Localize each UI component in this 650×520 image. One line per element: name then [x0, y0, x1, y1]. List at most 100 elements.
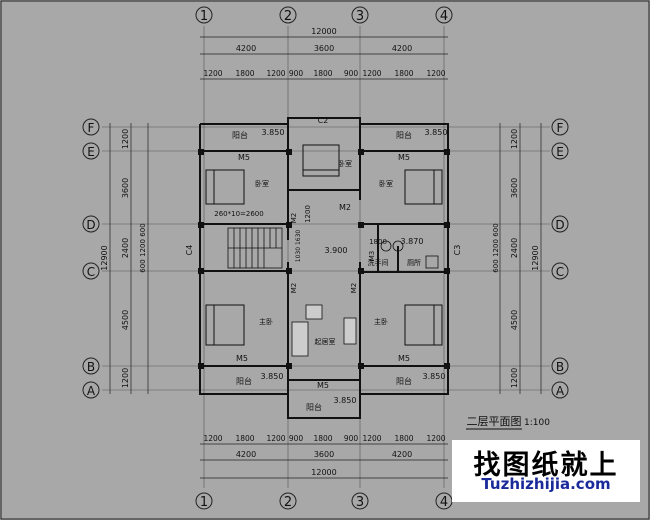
- door-label: M5: [398, 354, 410, 363]
- right-dimensions: [499, 123, 542, 394]
- building-walls: [199, 117, 449, 419]
- drawing-title: 二层平面图 1:100: [466, 415, 550, 430]
- dim-label: 900: [289, 434, 304, 443]
- top-dim-text: 12000 4200 3600 4200 1200 1800 1200 900 …: [203, 27, 445, 78]
- dim-label: 1200: [304, 205, 312, 223]
- axis-label: B: [556, 360, 564, 374]
- dim-label: 1200: [362, 434, 381, 443]
- toilet-icon: [380, 240, 439, 269]
- axis-label: C: [87, 265, 95, 279]
- dim-label: 1200: [426, 434, 445, 443]
- axis-label: 2: [284, 495, 292, 510]
- dim-label: 1030 1630: [295, 230, 302, 263]
- axis-label: 3: [356, 495, 364, 510]
- dim-label: 2400: [121, 238, 130, 258]
- axis-label: 2: [284, 9, 292, 24]
- door-label: M5: [236, 354, 248, 363]
- level-label: 3.850: [334, 396, 357, 405]
- room-label: 主卧: [374, 317, 388, 326]
- window-label: C2: [318, 116, 329, 125]
- dim-label: 1200: [266, 434, 285, 443]
- level-label: 3.850: [425, 128, 448, 137]
- level-label: 3.850: [262, 128, 285, 137]
- dim-label: 1200: [121, 129, 130, 149]
- dim-label: 4500: [121, 310, 130, 330]
- room-label: 阳台: [396, 130, 412, 140]
- dim-label: 1200: [203, 69, 222, 78]
- dim-label: 1800: [394, 69, 413, 78]
- dim-label: 1200: [139, 239, 147, 257]
- axis-label: B: [87, 360, 95, 374]
- dim-label: 3600: [314, 44, 334, 53]
- room-label: 卧室: [379, 179, 393, 188]
- axis-label: 3: [356, 9, 364, 24]
- dim-label: 1800: [235, 69, 254, 78]
- dim-label: 12000: [311, 468, 336, 477]
- dim-label: 1200: [510, 129, 519, 149]
- dim-label: 600: [139, 259, 147, 272]
- dim-label: 1800: [369, 238, 387, 246]
- window-label: C3: [453, 245, 462, 256]
- right-axis-markers: F E D C B A: [551, 118, 569, 399]
- dim-label: 1200: [510, 368, 519, 388]
- axis-label: C: [556, 265, 564, 279]
- room-label: 阳台: [306, 402, 322, 412]
- axis-label: 1: [200, 495, 208, 510]
- axis-label: A: [87, 384, 96, 398]
- dim-label: 4200: [392, 44, 412, 53]
- dim-label: 1200: [121, 368, 130, 388]
- dim-label: 12900: [531, 245, 540, 270]
- door-label: M5: [398, 153, 410, 162]
- dim-label: 260*10=2600: [214, 210, 263, 218]
- dim-label: 1800: [313, 434, 332, 443]
- right-dim-text: 600 1200 600 1200 3600 2400 4500 1200 12…: [492, 129, 540, 388]
- bottom-dim-text: 1200 1800 1200 900 1800 900 1200 1800 12…: [203, 434, 445, 477]
- dim-label: 12900: [100, 245, 109, 270]
- staircase: [227, 227, 283, 269]
- room-label: 阳台: [396, 376, 412, 386]
- dim-label: 4200: [392, 450, 412, 459]
- left-dim-text: 12900 1200 3600 2400 4500 1200 600 1200 …: [100, 129, 147, 388]
- axis-label: E: [87, 145, 95, 159]
- top-dimensions: [200, 36, 448, 80]
- door-label: M3: [368, 251, 376, 262]
- dim-label: 1800: [313, 69, 332, 78]
- room-label: 阳台: [232, 130, 248, 140]
- dim-label: 1200: [492, 239, 500, 257]
- axis-label: D: [555, 218, 564, 232]
- dim-label: 1200: [266, 69, 285, 78]
- level-label: 3.850: [423, 372, 446, 381]
- dim-label: 600: [492, 223, 500, 236]
- dim-label: 4500: [510, 310, 519, 330]
- dim-label: 3600: [314, 450, 334, 459]
- axis-label: F: [557, 121, 564, 135]
- axis-label: 4: [440, 495, 448, 510]
- dim-label: 1800: [235, 434, 254, 443]
- window-label: C4: [185, 245, 194, 256]
- room-label: 厕所: [407, 258, 421, 267]
- door-label: M2: [290, 283, 298, 294]
- axis-label: D: [86, 218, 95, 232]
- axis-label: A: [556, 384, 565, 398]
- dim-label: 12000: [311, 27, 336, 36]
- axis-label: 4: [440, 9, 448, 24]
- level-label: 3.850: [261, 372, 284, 381]
- bottom-axis-markers: 1 2 3 4: [195, 492, 453, 510]
- left-axis-markers: F E D C B A: [82, 118, 100, 399]
- left-dimensions: [109, 123, 149, 394]
- dim-label: 900: [344, 69, 359, 78]
- columns: [198, 149, 450, 369]
- door-label: M5: [238, 153, 250, 162]
- room-label: 主卧: [259, 317, 273, 326]
- room-labels: 阳台 3.850 C2 阳台 3.850 M5 M5 卧室 卧室 卧室 M2 M…: [185, 116, 462, 412]
- level-label: 3.900: [325, 246, 348, 255]
- sofa-icon: [291, 304, 357, 357]
- dim-label: 1200: [362, 69, 381, 78]
- watermark-box: [452, 440, 640, 502]
- axis-grid: [102, 26, 550, 488]
- top-axis-markers: 1 2 3 4: [195, 6, 453, 24]
- room-label: 起居室: [315, 337, 336, 346]
- dim-label: 1200: [426, 69, 445, 78]
- dim-label: 900: [344, 434, 359, 443]
